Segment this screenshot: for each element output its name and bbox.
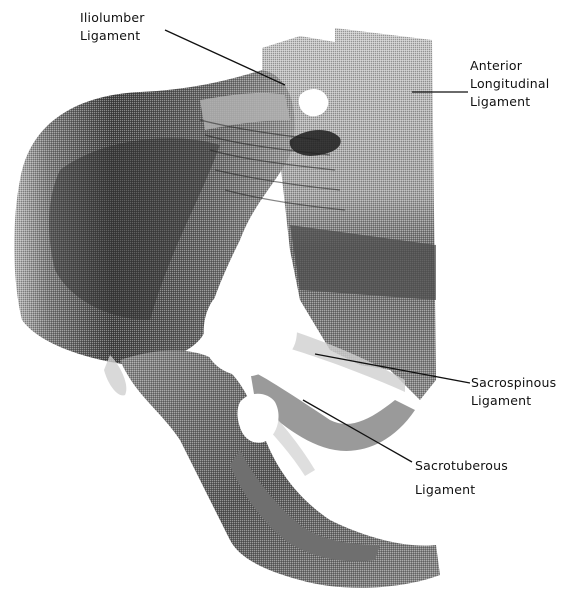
anterior-label-line-3: Ligament xyxy=(470,93,549,111)
anterior-longitudinal-ligament-label: Anterior Longitudinal Ligament xyxy=(470,57,549,111)
greater-sciatic-foramen xyxy=(204,286,297,376)
sacrotuberous-label-line-1: Sacrotuberous xyxy=(415,457,508,475)
sacrospinous-label-line-1: Sacrospinous xyxy=(471,374,556,392)
anterior-label-line-1: Anterior xyxy=(470,57,549,75)
iliolumber-ligament-label: Iliolumber Ligament xyxy=(80,9,145,45)
anterior-label-line-2: Longitudinal xyxy=(470,75,549,93)
sacrotuberous-ligament-label: Sacrotuberous Ligament xyxy=(415,457,508,499)
iliolumber-label-line-1: Iliolumber xyxy=(80,9,145,27)
sacrospinous-label-line-2: Ligament xyxy=(471,392,556,410)
sacrotuberous-label-line-2: Ligament xyxy=(415,481,508,499)
iliolumber-label-line-2: Ligament xyxy=(80,27,145,45)
sacrospinous-ligament-label: Sacrospinous Ligament xyxy=(471,374,556,410)
